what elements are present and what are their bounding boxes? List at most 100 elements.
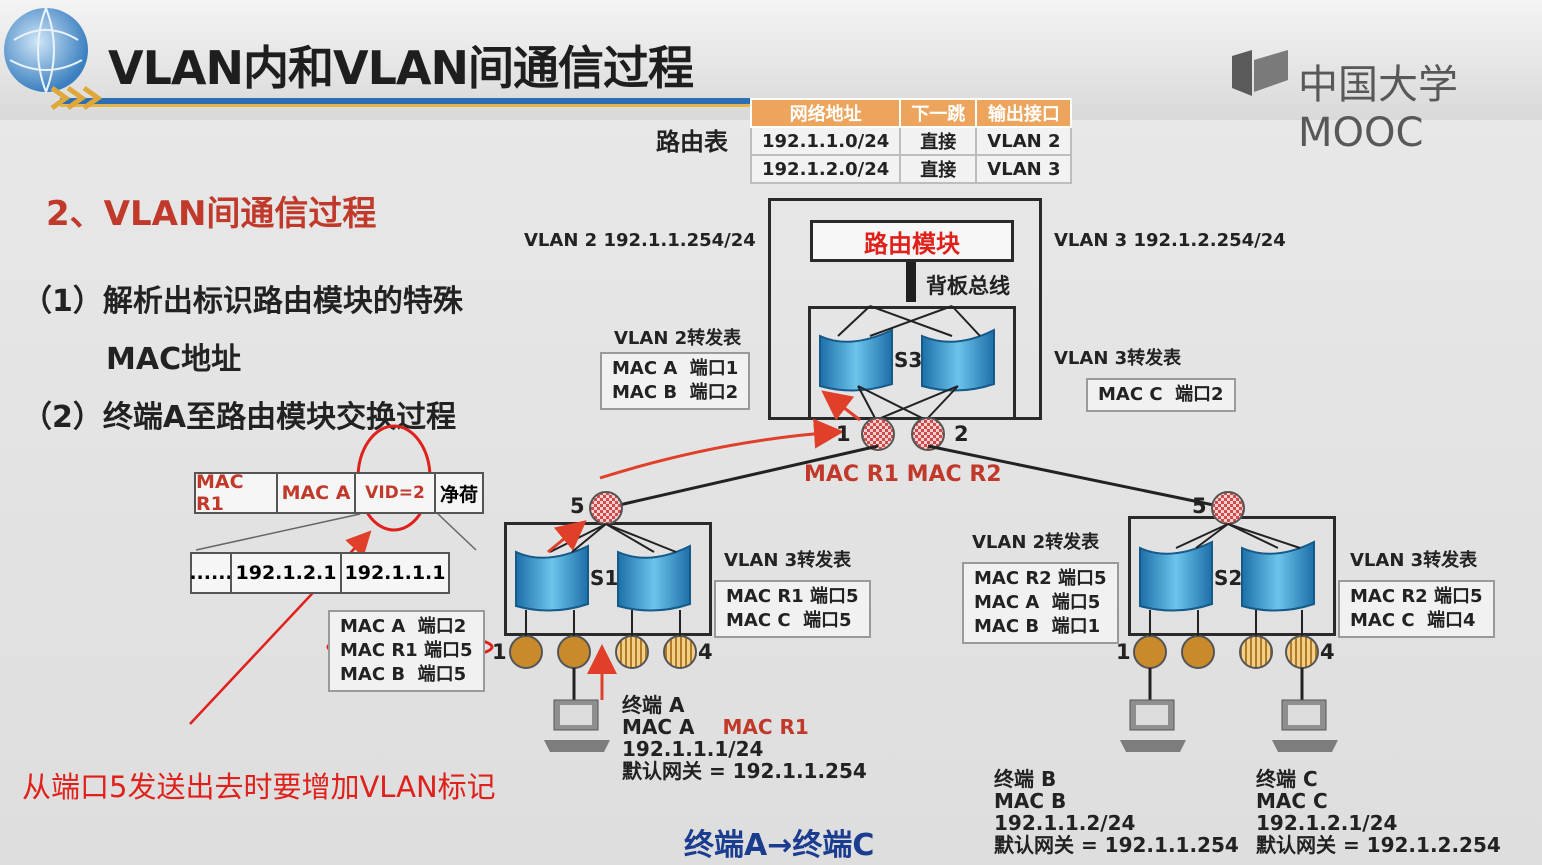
- table-row: MAC A 端口1: [612, 358, 739, 379]
- terminal-b-name: 终端 B: [994, 767, 1057, 791]
- frame-field-src-mac: MAC A: [276, 472, 356, 514]
- flow-arrow: [821, 390, 861, 422]
- trunk-link-s1: [605, 444, 879, 510]
- chevron-decor-icon: [50, 85, 103, 111]
- table-row: MAC A 端口5: [974, 592, 1101, 613]
- routing-table-header: 输出接口: [975, 98, 1073, 128]
- table-row: MAC B 端口1: [974, 616, 1101, 637]
- table-row: MAC B 端口2: [612, 382, 739, 403]
- s1-label: S1: [590, 566, 619, 590]
- mac-frame: MAC R1 MAC A VID=2 净荷: [194, 471, 484, 515]
- frame-field-payload: 净荷: [434, 472, 484, 514]
- s2-switch-icon: [1139, 523, 1315, 612]
- s2-port-5: [1211, 491, 1245, 525]
- table-row: MAC R2 端口5: [974, 568, 1107, 589]
- table-row: MAC C 端口4: [1350, 610, 1476, 631]
- routing-table-label: 路由表: [656, 128, 728, 156]
- section-heading: 2、VLAN间通信过程: [46, 194, 377, 234]
- table-row: 192.1.1.0/24 直接 VLAN 2: [749, 126, 1073, 156]
- terminal-b-info: 终端 B MAC B 192.1.1.2/24 默认网关 = 192.1.1.2…: [994, 768, 1239, 856]
- s1-vlan3-forwarding-table: MAC R1 端口5 MAC C 端口5: [714, 580, 871, 638]
- step-1-cont-text: MAC地址: [106, 342, 242, 377]
- table-cell: 直接: [899, 126, 978, 156]
- table-cell: VLAN 2: [975, 126, 1073, 156]
- s2-port-4: [1285, 635, 1319, 669]
- terminal-c-gateway: 默认网关 = 192.1.2.254: [1256, 833, 1501, 857]
- s3-switch-box: [808, 306, 1016, 420]
- s2-port-3: [1239, 635, 1273, 669]
- annotation-text: 从端口5发送出去时要增加VLAN标记: [22, 770, 496, 804]
- flow-arrow: [547, 520, 587, 554]
- table-row: MAC R2 端口5: [1350, 586, 1483, 607]
- s3-vlan2-forwarding-table: MAC A 端口1 MAC B 端口2: [600, 352, 751, 410]
- s1-port-2: [557, 635, 591, 669]
- s1-port-1: [509, 635, 543, 669]
- table-row: MAC C 端口5: [726, 610, 852, 631]
- computer-icon: [1120, 699, 1186, 752]
- routing-table: 网络地址 下一跳 输出接口 192.1.1.0/24 直接 VLAN 2 192…: [749, 98, 1073, 184]
- table-row: MAC C 端口2: [1098, 384, 1224, 405]
- terminal-c-mac: MAC C: [1256, 789, 1328, 813]
- mooc-logo-icon: [1232, 50, 1252, 96]
- s2-port-2: [1181, 635, 1215, 669]
- routing-module-box: [810, 220, 1014, 262]
- terminal-b-gateway: 默认网关 = 192.1.1.254: [994, 833, 1239, 857]
- table-cell: 直接: [899, 154, 978, 184]
- terminal-a-gateway: 默认网关 = 192.1.1.254: [622, 759, 867, 783]
- mac-r1-r2-label: MAC R1 MAC R2: [804, 462, 1002, 487]
- backplane-bus-label: 背板总线: [926, 274, 1010, 298]
- vlan3-interface-label: VLAN 3 192.1.2.254/24: [1054, 230, 1286, 251]
- flow-caption: 终端A→终端C: [684, 828, 875, 863]
- s3-port-1: [861, 417, 895, 451]
- s3-label: S3: [894, 348, 923, 372]
- s3-port-2-label: 2: [954, 422, 969, 446]
- table-cell: 192.1.1.0/24: [749, 126, 902, 156]
- s1-port-1-label: 1: [492, 640, 507, 664]
- terminal-c-name: 终端 C: [1256, 767, 1318, 791]
- table-row: MAC A 端口2: [340, 616, 467, 637]
- s1-port-5-label: 5: [570, 494, 585, 518]
- payload-detail: ...... 192.1.2.1 192.1.1.1: [189, 552, 450, 594]
- s2-vlan3-table-title: VLAN 3转发表: [1350, 550, 1478, 571]
- payload-field: ......: [189, 552, 233, 594]
- routing-table-header: 网络地址: [749, 98, 902, 128]
- s2-port-4-label: 4: [1320, 640, 1335, 664]
- s3-port-1-label: 1: [836, 422, 851, 446]
- s2-port-1-label: 1: [1116, 640, 1131, 664]
- flow-arrow: [599, 418, 844, 480]
- s3-vlan2-table-title: VLAN 2转发表: [614, 328, 742, 349]
- s2-vlan3-forwarding-table: MAC R2 端口5 MAC C 端口4: [1338, 580, 1495, 638]
- step-1-text: （1）解析出标识路由模块的特殊: [22, 284, 463, 319]
- s1-port-5: [589, 491, 623, 525]
- s3-vlan3-table-title: VLAN 3转发表: [1054, 348, 1182, 369]
- terminal-c-info: 终端 C MAC C 192.1.2.1/24 默认网关 = 192.1.2.2…: [1256, 768, 1501, 856]
- mooc-logo-text: 中国大学MOOC: [1298, 62, 1458, 156]
- s1-vlan3-table-title: VLAN 3转发表: [724, 550, 852, 571]
- s1-vlan2-forwarding-table: MAC A 端口2 MAC R1 端口5 MAC B 端口5: [328, 610, 485, 692]
- payload-dst-ip: 192.1.2.1: [230, 552, 342, 594]
- terminal-b-mac: MAC B: [994, 789, 1067, 813]
- backplane-bus: [906, 262, 916, 302]
- table-row: MAC R1 端口5: [340, 640, 473, 661]
- vlan2-interface-label: VLAN 2 192.1.1.254/24: [524, 230, 756, 251]
- s2-port-1: [1133, 635, 1167, 669]
- routing-table-header: 下一跳: [899, 98, 978, 128]
- routing-module-label: 路由模块: [864, 230, 960, 258]
- trunk-link-s2: [927, 444, 1229, 510]
- table-row: 192.1.2.0/24 直接 VLAN 3: [749, 154, 1073, 184]
- table-cell: VLAN 3: [975, 154, 1073, 184]
- payload-src-ip: 192.1.1.1: [340, 552, 450, 594]
- terminal-a-name: 终端 A: [622, 693, 685, 717]
- s3-vlan3-forwarding-table: MAC C 端口2: [1086, 378, 1236, 412]
- terminal-c-ip: 192.1.2.1/24: [1256, 811, 1398, 835]
- table-cell: 192.1.2.0/24: [749, 154, 902, 184]
- s2-vlan2-forwarding-table: MAC R2 端口5 MAC A 端口5 MAC B 端口1: [962, 562, 1119, 644]
- globe-icon: [4, 8, 88, 92]
- s2-vlan2-table-title: VLAN 2转发表: [972, 532, 1100, 553]
- s3-port-2: [911, 417, 945, 451]
- s1-port-3: [615, 635, 649, 669]
- s3-switch-icon: [819, 305, 995, 421]
- table-row: MAC R1 端口5: [726, 586, 859, 607]
